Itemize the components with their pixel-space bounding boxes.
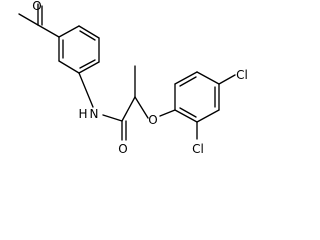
bond-ring2-b-inner (179, 76, 197, 87)
atom-cl-ortho: Cl (192, 142, 204, 156)
bond-acetyl-ring (37, 24, 60, 38)
bond-ring2-b (174, 71, 198, 85)
atom-o-ether: O (148, 113, 157, 127)
bond-ring1-b-inner (79, 30, 96, 41)
bond-carbonyl-alpha (121, 96, 136, 122)
bond-ring1-n (78, 72, 94, 108)
bond-ring1-e (58, 60, 80, 74)
bond-ring1-d (78, 61, 100, 74)
bond-ring1-d-inner (79, 59, 96, 69)
atom-o-acetyl: O (32, 0, 41, 13)
structure-diagram: O N H O O Cl Cl (18, 0, 248, 156)
bond-acetyl-ch3 (18, 13, 39, 26)
atom-o-carbonyl: O (118, 142, 127, 156)
bond-ring2-cl-para (218, 74, 236, 85)
bond-ring1-b (78, 25, 100, 39)
bond-alpha-o (134, 96, 149, 119)
bond-ring2-f-inner (179, 107, 197, 118)
atom-h-amide: H (78, 107, 87, 121)
bond-o-ring2 (159, 109, 176, 117)
bond-ring2-e (196, 109, 220, 123)
atom-n-amide: N (90, 107, 99, 121)
atom-cl-para: Cl (236, 68, 248, 82)
bond-ring1-a (58, 25, 80, 38)
bond-ring2-c (196, 71, 220, 85)
bond-ring2-f (174, 109, 198, 123)
bond-n-carbonyl-c (102, 114, 123, 122)
